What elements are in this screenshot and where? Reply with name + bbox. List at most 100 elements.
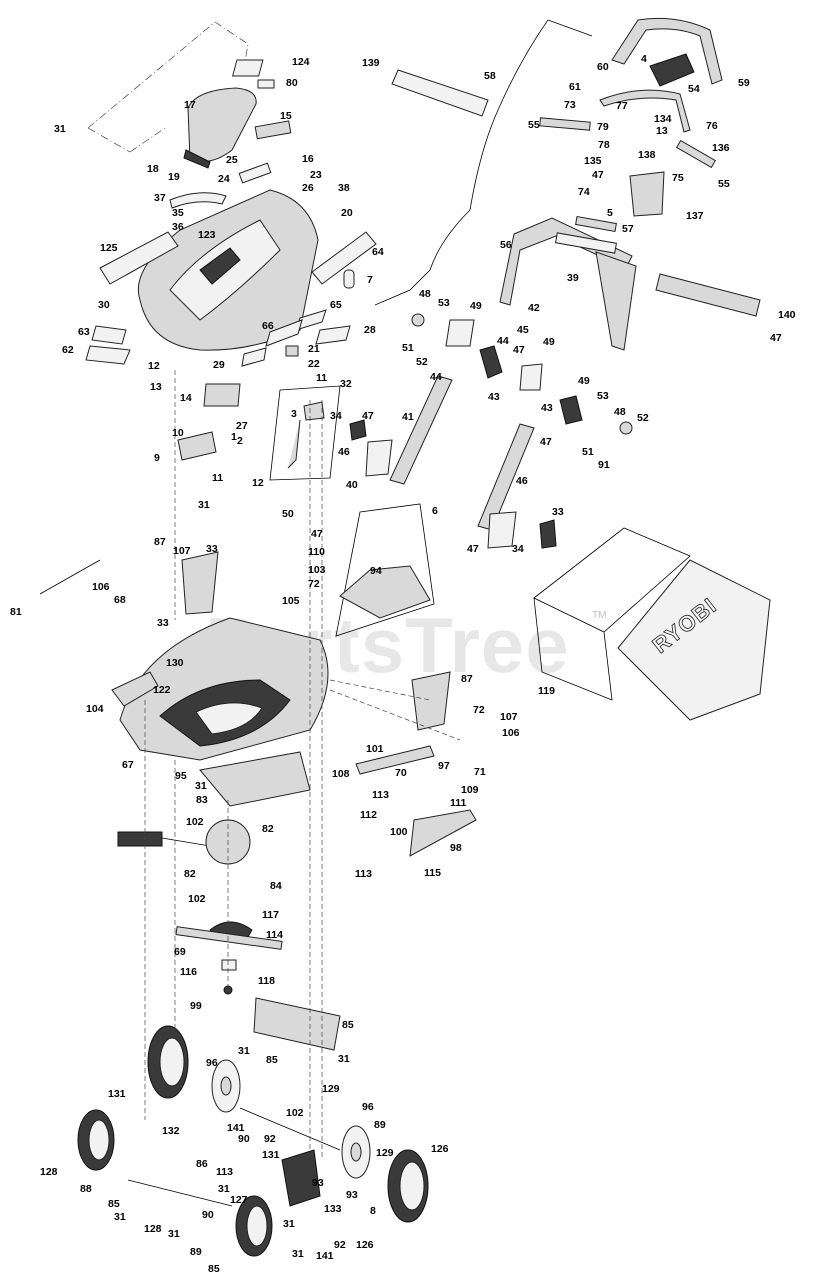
callout-label: 58 xyxy=(484,70,496,82)
callout-label: 130 xyxy=(166,657,184,669)
callout-label: 101 xyxy=(366,743,384,755)
callout-label: 49 xyxy=(470,300,482,312)
wheels-group xyxy=(77,1025,429,1257)
callout-label: 95 xyxy=(175,770,187,782)
callout-label: 31 xyxy=(292,1248,304,1260)
callout-label: 132 xyxy=(162,1125,180,1137)
callout-label: 86 xyxy=(196,1158,208,1170)
callout-label: 135 xyxy=(584,155,602,167)
plate-80 xyxy=(257,79,275,89)
callout-label: 28 xyxy=(364,324,376,336)
callout-label: 104 xyxy=(86,703,104,715)
callout-label: 85 xyxy=(342,1019,354,1031)
callout-label: 31 xyxy=(218,1183,230,1195)
control-box-54 xyxy=(649,53,695,87)
callout-label: 78 xyxy=(598,139,610,151)
callout-label: 85 xyxy=(266,1054,278,1066)
axle-132 xyxy=(239,1107,341,1151)
lever-100 xyxy=(409,809,477,857)
callout-label: 113 xyxy=(355,868,372,880)
chute-6 xyxy=(339,565,431,619)
lever-94 xyxy=(111,671,159,707)
callout-label: 44 xyxy=(430,371,442,383)
callout-label: 136 xyxy=(712,142,730,154)
callout-label: 17 xyxy=(184,99,196,111)
callout-label: 96 xyxy=(206,1057,218,1069)
callout-label: 99 xyxy=(190,1000,202,1012)
cap-7 xyxy=(343,269,355,289)
callout-label: 50 xyxy=(282,508,294,520)
callout-label: 13 xyxy=(656,125,668,137)
callout-label: 103 xyxy=(308,564,326,576)
callout-label: 84 xyxy=(270,880,282,892)
callout-label: 9 xyxy=(154,452,160,464)
callout-label: 47 xyxy=(513,344,525,356)
callout-label: 79 xyxy=(597,121,609,133)
callout-label: 119 xyxy=(538,685,555,697)
callout-label: 118 xyxy=(258,975,275,987)
callout-label: 52 xyxy=(637,412,649,424)
callout-label: 45 xyxy=(517,324,529,336)
callout-label: 4 xyxy=(641,53,647,65)
callout-label: 65 xyxy=(330,299,342,311)
callout-label: 33 xyxy=(157,617,169,629)
connector-21 xyxy=(285,345,299,357)
callout-label: 98 xyxy=(450,842,462,854)
callout-label: 27 xyxy=(236,420,248,432)
callout-label: 75 xyxy=(672,172,684,184)
callout-label: 43 xyxy=(488,391,500,403)
callout-label: 80 xyxy=(286,77,298,89)
cable-58 xyxy=(374,19,593,306)
callout-label: 102 xyxy=(186,816,204,828)
callout-label: 62 xyxy=(62,344,74,356)
callout-label: 93 xyxy=(346,1189,358,1201)
callout-label: 128 xyxy=(144,1223,162,1235)
callout-label: 49 xyxy=(543,336,555,348)
lower-handle-56 xyxy=(499,217,633,306)
callout-label: 3 xyxy=(291,408,297,420)
callout-label: 114 xyxy=(266,929,283,941)
callout-label: 35 xyxy=(172,207,184,219)
callout-label: 92 xyxy=(334,1239,346,1251)
callout-label: 61 xyxy=(569,81,581,93)
callout-label: 51 xyxy=(402,342,414,354)
callout-label: 109 xyxy=(461,784,479,796)
callout-label: 53 xyxy=(438,297,450,309)
bag-119 xyxy=(617,559,771,721)
adapter-116 xyxy=(221,959,237,971)
callout-label: 48 xyxy=(419,288,431,300)
knob-49d xyxy=(559,395,583,425)
callout-label: 23 xyxy=(310,169,322,181)
callout-label: 107 xyxy=(500,711,518,723)
callout-label: 11 xyxy=(212,472,223,484)
callout-label: 73 xyxy=(564,99,576,111)
callout-label: 131 xyxy=(262,1149,280,1161)
callout-label: 64 xyxy=(372,246,384,258)
callout-label: 68 xyxy=(114,594,126,606)
callout-label: 24 xyxy=(218,173,230,185)
callout-label: 16 xyxy=(302,153,314,165)
callout-label: 82 xyxy=(184,868,196,880)
callout-label: 89 xyxy=(190,1246,202,1258)
callout-label: 42 xyxy=(528,302,540,314)
callout-label: 140 xyxy=(778,309,796,321)
callout-label: 89 xyxy=(374,1119,386,1131)
callout-label: 102 xyxy=(188,893,206,905)
callout-label: 54 xyxy=(688,83,700,95)
panel-group xyxy=(269,385,557,637)
bag-frame-8 xyxy=(533,527,691,701)
callout-label: 18 xyxy=(147,163,159,175)
callout-label: 57 xyxy=(622,223,634,235)
wheel-96b xyxy=(341,1125,371,1179)
grass-bag-group: RYOBI xyxy=(533,527,771,721)
lever-55 xyxy=(539,117,591,131)
callout-label: 38 xyxy=(338,182,350,194)
callout-label: 82 xyxy=(262,823,274,835)
callout-label: 47 xyxy=(770,332,782,344)
callout-label: 1 xyxy=(231,431,237,443)
lever-101 xyxy=(355,745,435,775)
callout-label: 74 xyxy=(578,186,590,198)
wheel-46 xyxy=(365,439,393,477)
callout-label: 14 xyxy=(180,392,192,404)
callout-label: 93 xyxy=(312,1177,324,1189)
